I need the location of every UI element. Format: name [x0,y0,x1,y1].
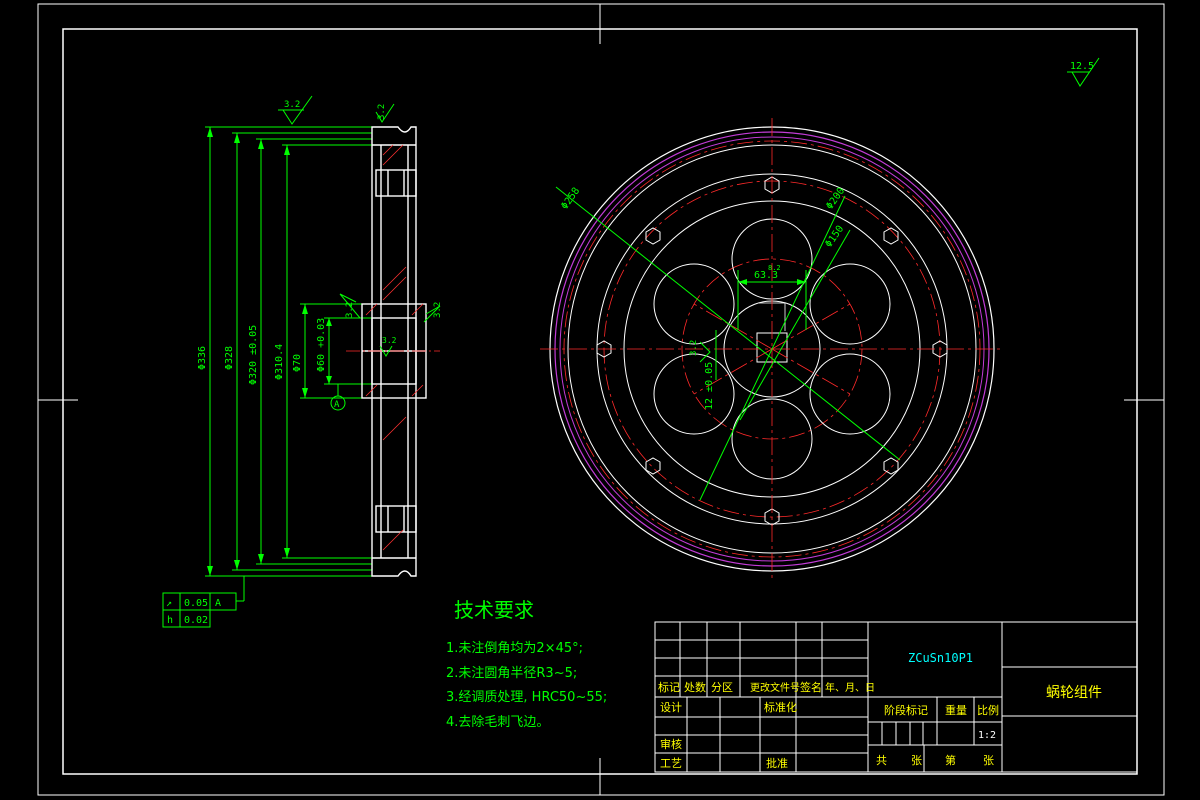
hole-2 [809,263,891,345]
dim-150: Φ150 [823,224,846,250]
tech-item-1: 1.未注倒角均为2×45°; [446,641,583,656]
plan-dim-texts: Φ258 Φ200 Φ150 63.3 12 ±0.05 8.2 [559,186,847,410]
tol-1-value: 0.05 [184,598,208,609]
tb-process: 工艺 [660,757,682,770]
tech-item-3: 3.经调质处理, HRC50~55; [446,690,607,705]
tb-design: 设计 [660,701,682,714]
plan-view: Φ258 Φ200 Φ150 63.3 12 ±0.05 8.2 3.2 [540,118,1004,580]
tb-weight: 重量 [945,703,967,717]
bore-roughness: 3.2 [379,336,397,357]
bolt-heads [596,176,948,526]
hole-6 [653,263,735,345]
keyway-roughness: 3.2 [689,340,711,363]
tb-sheet-unit-1: 张 [911,754,922,767]
hub-side-roughness: 3.2 [339,293,361,319]
dim-70: Φ70 [292,354,303,372]
tol-1-datum: A [215,598,221,609]
tol-2-value: 0.02 [184,615,208,626]
section-top-roughness: 3.2 [375,103,395,123]
tb-scale-label: 比例 [977,703,999,717]
drawing-frame [37,3,1165,796]
extension-lines [205,126,372,577]
bolt-2 [883,227,899,245]
keyway-roughness-value: 3.2 [689,340,699,356]
tb-sheet-no: 第 [945,753,956,767]
dim-310: Φ310.4 [274,344,285,380]
rev-doc: 更改文件号 [750,681,800,694]
tb-sheet-total: 共 [876,754,887,767]
hub-face-roughness-value: 3.2 [433,302,443,318]
dim-320: Φ320 ±0.05 [248,325,259,385]
plan-dim-leaders [555,186,901,501]
tb-standardization: 标准化 [764,700,797,714]
dim-63: 63.3 [754,270,778,281]
general-roughness-symbol: 12.5 [1067,57,1100,87]
dim-336: Φ336 [197,346,208,370]
section-view: Φ336 Φ328 Φ320 ±0.05 Φ310.4 Φ70 Φ60 +0.0… [162,95,443,628]
tech-item-2: 2.未注圆角半径R3~5; [446,666,577,681]
section-outline [361,126,427,577]
lightening-holes [653,218,891,480]
section-top-roughness-value: 3.2 [377,104,387,120]
tb-part-name: 蜗轮组件 [1046,685,1102,701]
tech-requirements: 技术要求 1.未注倒角均为2×45°; 2.未注圆角半径R3~5; 3.经调质处… [446,598,607,730]
rev-zone: 分区 [711,681,733,694]
dim-8: 8.2 [768,264,781,272]
hole-3 [809,353,891,435]
dim-12: 12 ±0.05 [704,362,715,410]
rim-roughness-value: 3.2 [284,100,300,110]
tech-title: 技术要求 [454,598,534,622]
tol-1-symbol: ↗ [166,598,172,609]
rev-sign: 签名 [800,680,822,694]
hub-side-roughness-value: 3.2 [345,302,355,318]
tb-sheet-unit-2: 张 [983,754,994,767]
hole-5 [653,353,735,435]
tb-approve: 批准 [766,756,788,770]
tb-stage: 阶段标记 [884,703,928,717]
datum-a: A [330,384,346,411]
bolt-6 [645,457,661,475]
tb-material: ZCuSn10P1 [908,651,973,665]
section-hatch [365,144,424,551]
bore-roughness-value: 3.2 [382,336,397,345]
dim-60: Φ60 +0.03 [316,318,327,372]
tolerance-frame: ↗ 0.05 A h 0.02 [162,576,245,628]
keyway [756,332,788,363]
bolt-3 [932,340,948,358]
title-block: 标记 处数 分区 更改文件号 签名 年、月、日 设计 标准化 审核 工艺 批准 … [654,621,1138,773]
section-dim-texts: Φ336 Φ328 Φ320 ±0.05 Φ310.4 Φ70 Φ60 +0.0… [197,318,327,385]
bolt-7 [596,340,612,358]
rim-roughness: 3.2 [278,95,313,125]
hub-face-roughness: 3.2 [423,302,443,323]
plan-dim-arrows [738,279,806,285]
datum-a-label: A [334,400,340,410]
tol-2-symbol: h [167,615,173,626]
dim-258: Φ258 [559,186,582,212]
tech-item-4: 4.去除毛刺飞边。 [446,715,549,730]
tb-scale: 1:2 [978,730,996,741]
rev-count: 处数 [684,681,706,694]
general-roughness-value: 12.5 [1070,61,1094,72]
tb-review: 审核 [660,737,682,751]
dimension-lines [209,127,330,576]
outer-border [37,3,1165,796]
dimension-arrows [207,127,332,576]
dim-328: Φ328 [224,346,235,370]
rev-mark: 标记 [658,680,680,694]
bolt-4 [883,457,899,475]
inner-border [62,28,1138,775]
bolt-8 [645,227,661,245]
rev-date: 年、月、日 [825,681,875,694]
